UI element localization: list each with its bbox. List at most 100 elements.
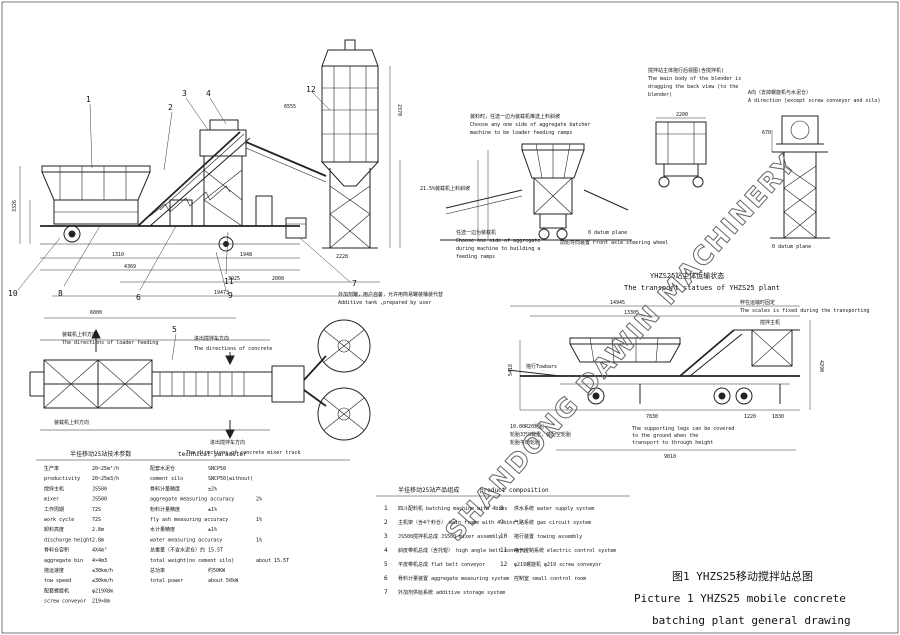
plan-loader-en: The directions of loader feeding — [62, 340, 158, 346]
tech-cell: ±2% — [208, 486, 217, 492]
loader-datum-label: 0 datum plane — [588, 230, 627, 236]
composition-item-text: JS500搅拌机总成 JS500 mixer assembly — [398, 533, 501, 540]
transport-dim-14945: 14945 — [610, 300, 625, 306]
tech-cell: 约50KW — [208, 567, 226, 574]
transport-dim-9010: 9010 — [664, 454, 676, 460]
tech-cell: screw conveyor — [44, 599, 86, 605]
composition-item-number: 2 — [384, 519, 388, 526]
composition-item-number: 4 — [384, 547, 388, 554]
blender-view-title-cn: 搅拌站主体拖行后视图(含搅拌机) — [648, 67, 724, 74]
composition-item-number: 8 — [500, 505, 504, 512]
transport-title-cn: YHZS25站主体运输状态 — [650, 271, 724, 280]
composition-rows: 1 四斗配料机 batching machine with 4bins 2 主机架（含… — [384, 505, 616, 596]
composition-item-text: 外加剂供给系统 additive storage system — [398, 589, 505, 596]
tech-cell: ±1% — [208, 527, 217, 533]
tech-cell: 1% — [256, 537, 262, 543]
composition-item-text: 气路系统 gas circuit system — [514, 519, 591, 526]
blender-rear-view — [655, 117, 707, 188]
tech-cell: mixer — [44, 497, 59, 503]
caption-en-line2: batching plant general drawing — [652, 614, 851, 627]
tech-cell: 拖运速度 — [44, 567, 64, 574]
tech-cell: 配套螺旋机 — [44, 587, 69, 594]
plan-truck-en: The directions of concrete mixer truck — [186, 450, 300, 456]
transport-towbars: 拖行Towbars — [526, 363, 557, 370]
transport-dim-1830: 1830 — [772, 414, 784, 420]
tech-heading-en: technical parameter — [178, 451, 247, 458]
dim-1310: 1310 — [112, 252, 124, 258]
tech-cell: 卸料高度 — [44, 526, 64, 533]
callout-9: 9 — [228, 291, 233, 300]
tech-cell: ±1% — [208, 507, 217, 513]
caption-cn: 图1 YHZS25移动搅拌站总图 — [672, 569, 813, 583]
tech-cell: 配套水泥仓 — [150, 465, 175, 472]
tech-cell: 20~25m³/h — [92, 466, 119, 472]
plan-left-cn: 装载机上料方向 — [54, 419, 89, 426]
blender-view-title-en1: The main body of the blender is — [648, 76, 741, 82]
transport-scales-en: The scales is fixed during the transport… — [740, 308, 869, 314]
tech-cell: 4X4m³ — [92, 548, 107, 554]
caption-en-line1: Picture 1 YHZS25 mobile concrete — [634, 592, 846, 605]
blender-view-title-en2: dragging the back view (to the — [648, 84, 738, 90]
composition-item-number: 6 — [384, 575, 388, 582]
tech-cell: total weight(no cement silo) — [150, 558, 234, 564]
tech-cell: discharge height — [44, 537, 92, 543]
transport-dim-7830: 7830 — [646, 414, 658, 420]
callout-11: 11 — [224, 277, 234, 286]
transport-dim-1220: 1220 — [744, 414, 756, 420]
transport-mixer-label: 搅拌主机 — [760, 319, 780, 326]
tech-cell: 72S — [92, 517, 101, 523]
callout-12: 12 — [306, 85, 316, 94]
transport-tyre2: 轮胎3万8载重，装配空轮胎 — [510, 431, 571, 438]
plan-mixer-cn: 进出搅拌车方向 — [194, 335, 229, 342]
dim-2370: 2370 — [396, 104, 402, 116]
tech-cell: 搅拌主机 — [44, 485, 64, 492]
composition-item-number: 1 — [384, 505, 388, 512]
composition-item-text: 四斗配料机 batching machine with 4bins — [398, 505, 507, 512]
additive-tank-note-en: Additive tank ,prepared by user — [338, 300, 431, 306]
tech-cell: 15.5T — [208, 548, 223, 554]
composition-item-text: 平皮带机总成 flat belt conveyor — [398, 561, 485, 568]
tech-cell: 2.8m — [92, 527, 104, 533]
dim-1948: 1948 — [240, 252, 252, 258]
transport-tyre: 10.00R20轮胎 — [510, 423, 544, 430]
composition-item-text: 拖行装置 towing assembly — [514, 533, 582, 540]
loader-bottom-cn: 任选一边为装载机 — [456, 229, 496, 236]
composition-item: 控制室 small control room — [514, 575, 586, 582]
tech-cell: aggregate bin — [44, 558, 83, 564]
side-view-dimensions: 1310 4369 1948 3925 2000 19473 2228 3326… — [12, 104, 402, 296]
tech-cell: SNCP50 — [208, 466, 226, 472]
loader-wheel-label: 前轮导向装置 Front axle steering wheel — [560, 239, 668, 246]
composition-item: 2 主机架（含4个料仓） main frame with 4 bins — [384, 519, 515, 526]
composition-item-text: 主机架（含4个料仓） main frame with 4 bins — [398, 519, 515, 526]
tech-cell: JS500 — [92, 497, 107, 503]
loader-view-title-en2: machine to be loader feeding ramps — [470, 130, 572, 136]
transport-tyre3: 轮胎平衡轮胎 — [510, 439, 540, 446]
loader-bottom-en1: Choose one side of aggregate — [456, 238, 540, 244]
callout-3: 3 — [182, 89, 187, 98]
tech-cell: 4×4m3 — [92, 558, 107, 564]
tech-cell: SNCP50(without) — [208, 476, 253, 482]
tech-cell: 骨料计量精度 — [150, 485, 180, 492]
tech-cell: water measuring accuracy — [150, 537, 222, 543]
composition-item-number: 11 — [500, 547, 508, 554]
plan-top-dim: 6000 — [90, 310, 102, 316]
loader-bottom-en2: during machine to building a — [456, 246, 540, 252]
loader-bottom-en3: feeding ramps — [456, 254, 495, 260]
composition-item-text: φ219螺旋机 φ219 screw conveyor — [514, 561, 601, 568]
